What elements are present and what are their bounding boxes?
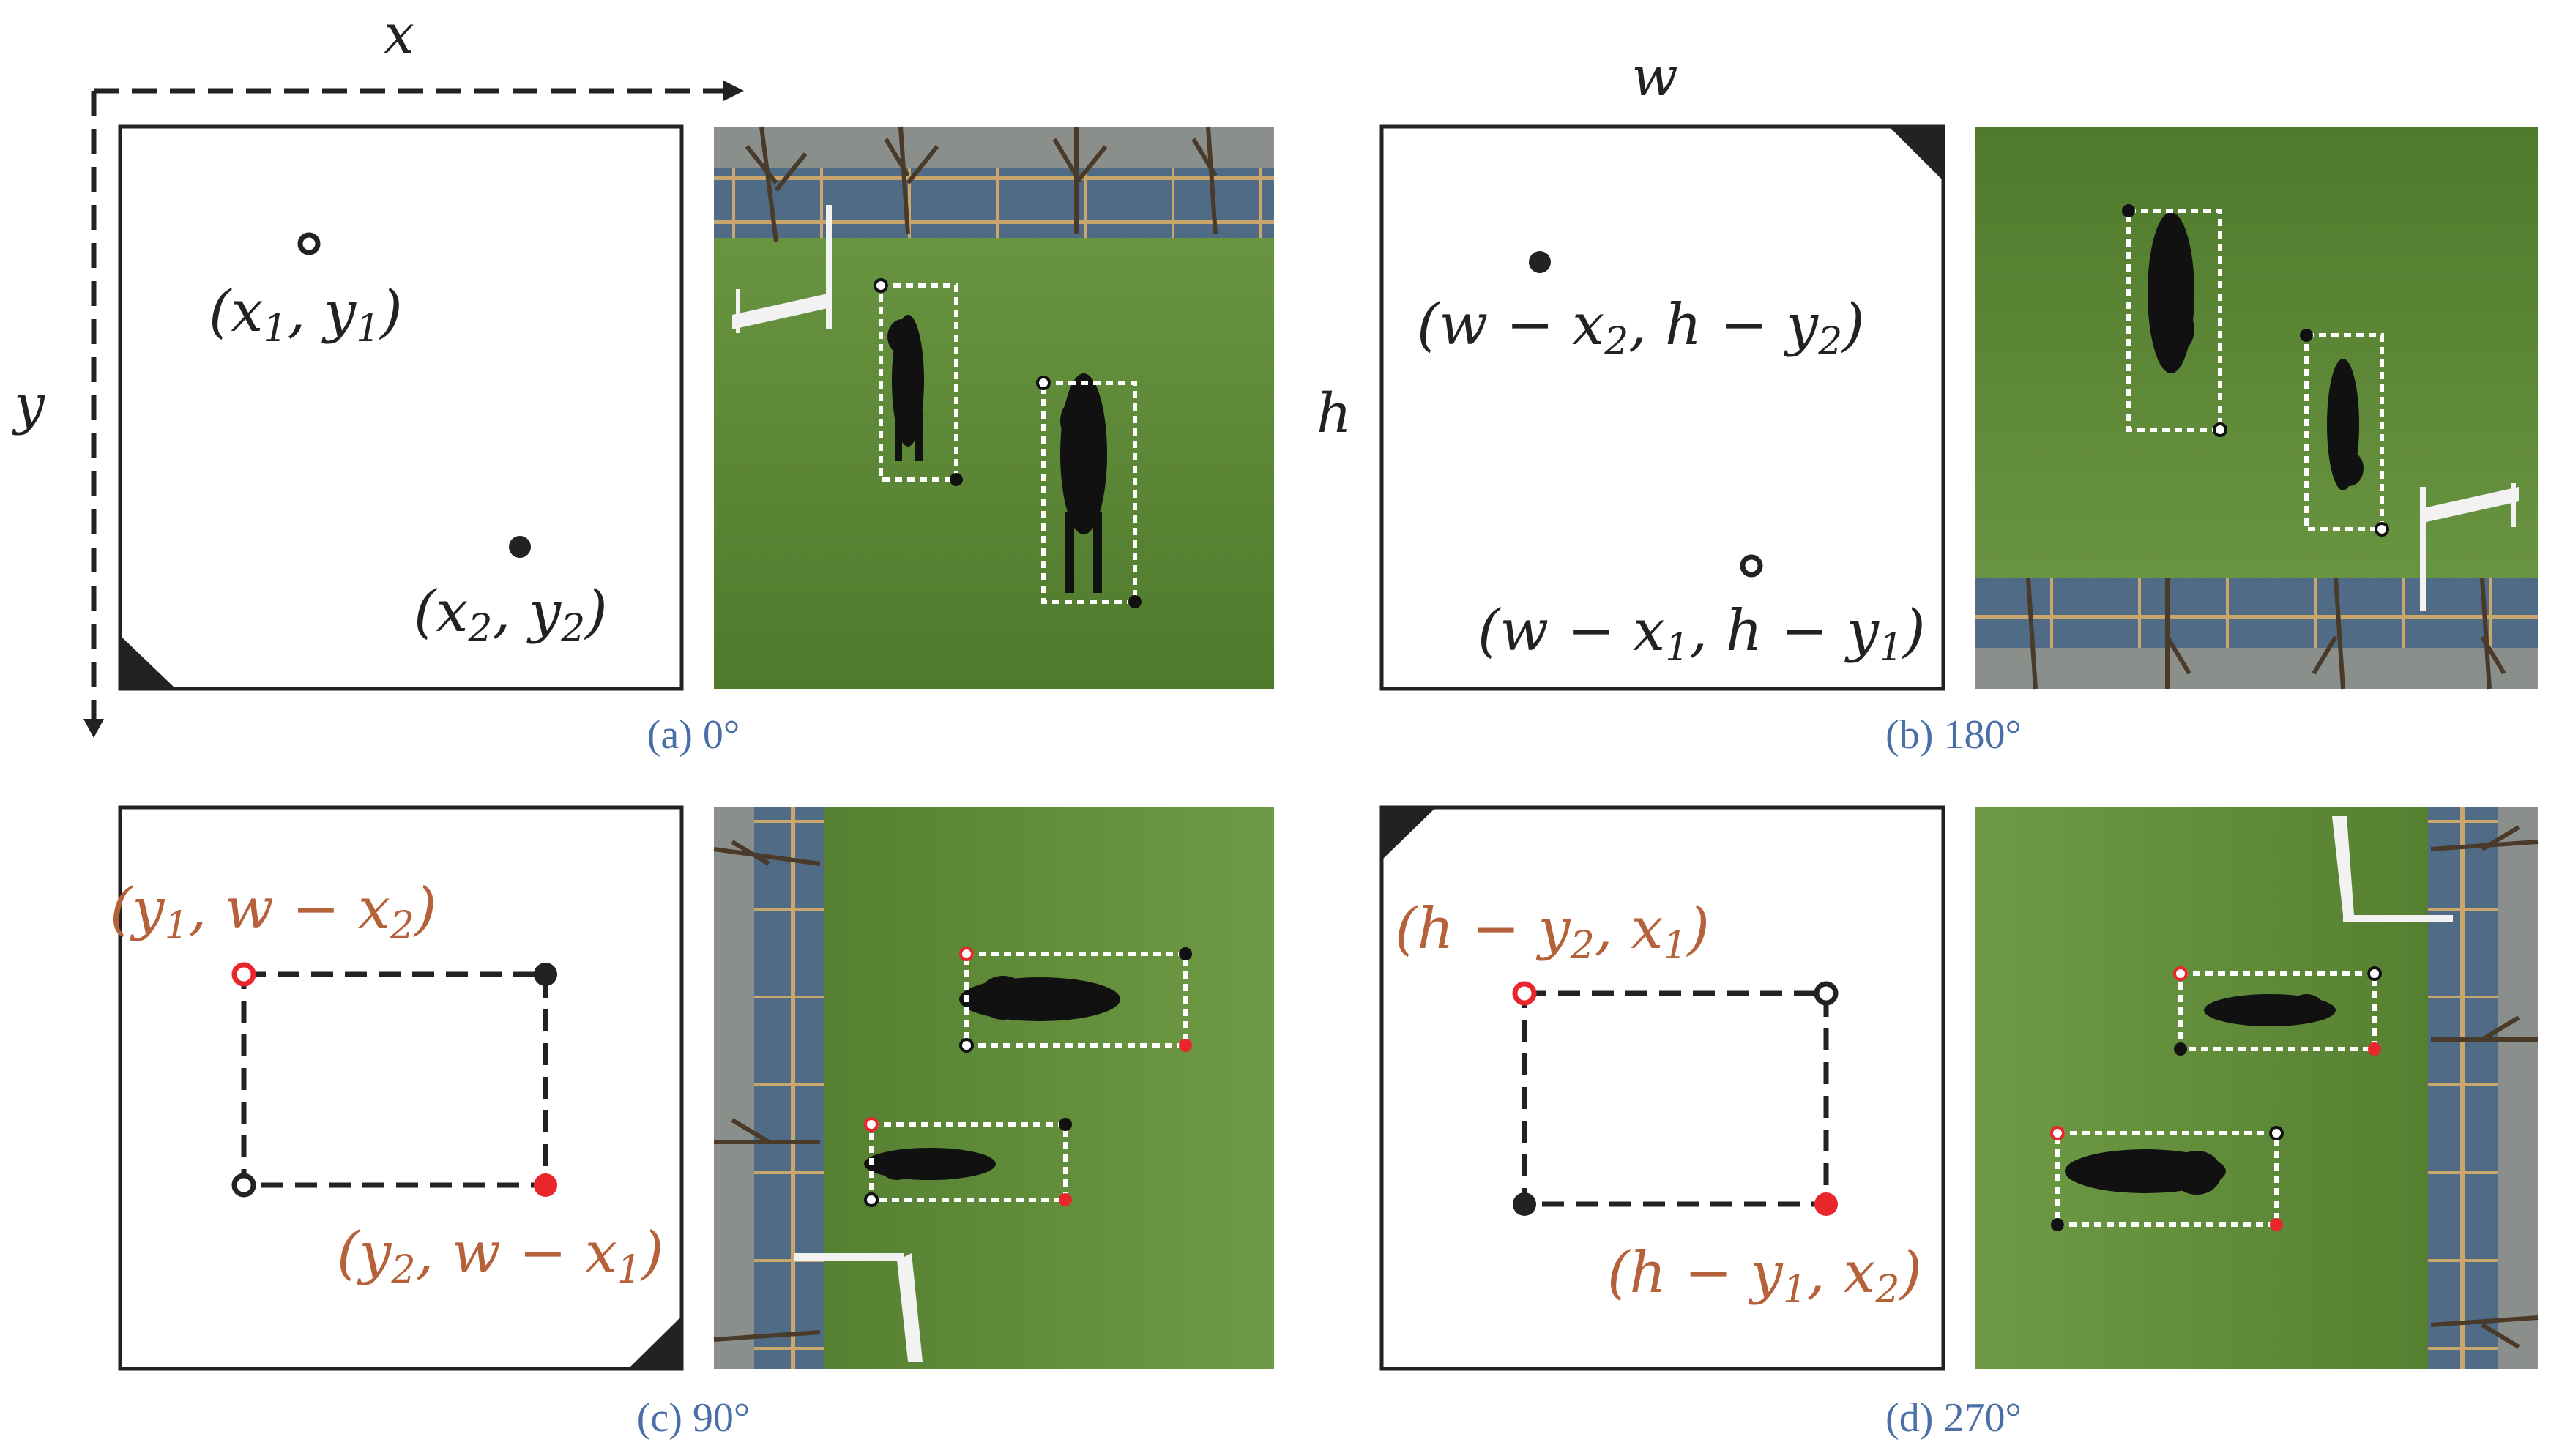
frame-a <box>118 124 684 691</box>
point-d-hollow-red <box>1512 981 1537 1006</box>
photo-a <box>714 126 1274 689</box>
point-c-hollow-red <box>231 962 256 987</box>
label-d-bottom: (h − y1, x2) <box>1607 1240 1922 1312</box>
bbox-dog-1-c <box>964 952 1188 1048</box>
bbox-dog-1-a <box>879 283 958 482</box>
box-c <box>241 971 548 1188</box>
label-x2y2: (x2, y2) <box>414 579 608 651</box>
photo-d <box>1975 807 2539 1369</box>
x-axis-label: x <box>384 3 414 66</box>
point-b-filled <box>1529 251 1551 273</box>
point-c-filled-red <box>534 1173 557 1197</box>
label-c-top: (y1, w − x2) <box>110 876 436 948</box>
label-c-bottom: (y2, w − x1) <box>337 1220 663 1292</box>
box-d <box>1522 990 1829 1207</box>
x-axis-arrowhead <box>723 81 744 101</box>
point-x2y2-filled <box>509 536 531 558</box>
bbox-dog-2-d <box>2055 1131 2279 1227</box>
frame-b <box>1379 124 1945 691</box>
caption-b: (b) 180° <box>1885 712 2022 758</box>
caption-a: (a) 0° <box>647 712 740 758</box>
panel-b: w h (w − x2, h − y2) (w − x1, h − y1) <box>1317 45 2538 758</box>
frame-c <box>118 805 684 1371</box>
panel-a: x y (x1, y1) (x2, y2) <box>12 3 1274 758</box>
caption-c: (c) 90° <box>637 1395 751 1441</box>
h-axis-label: h <box>1317 382 1352 445</box>
corner-marker-c <box>630 1318 680 1367</box>
bbox-dog-1-d <box>2178 971 2377 1051</box>
point-d-filled-black <box>1513 1192 1536 1216</box>
point-d-filled-red <box>1814 1192 1838 1216</box>
corner-marker-b <box>1891 128 1942 179</box>
point-c-hollow-black <box>231 1173 256 1198</box>
label-d-top: (h − y2, x1) <box>1395 896 1710 968</box>
photo-b <box>1975 127 2538 690</box>
point-d-hollow-black <box>1814 981 1839 1006</box>
point-c-filled-black <box>534 963 557 986</box>
bbox-dog-2-c <box>869 1122 1068 1202</box>
bbox-dog-2-a <box>1041 381 1137 604</box>
y-axis-label: y <box>12 373 45 436</box>
bbox-dog-2-b <box>2304 333 2384 531</box>
label-b-top: (w − x2, h − y2) <box>1417 292 1865 364</box>
panel-c: (y1, w − x2) (y2, w − x1) <box>110 805 1274 1441</box>
panel-d: (h − y2, x1) (h − y1, x2) <box>1379 805 2539 1441</box>
corner-marker-a <box>122 637 174 687</box>
label-b-bottom: (w − x1, h − y1) <box>1478 598 1926 670</box>
bbox-dog-1-b <box>2126 209 2222 432</box>
frame-d <box>1379 805 1945 1371</box>
point-x1y1-hollow <box>297 232 321 255</box>
caption-d: (d) 270° <box>1885 1395 2022 1441</box>
photo-c <box>713 807 1274 1369</box>
w-axis-label: w <box>1631 45 1677 108</box>
corner-marker-d <box>1383 809 1434 859</box>
point-b-hollow <box>1740 554 1763 578</box>
y-axis-arrowhead <box>83 719 104 738</box>
